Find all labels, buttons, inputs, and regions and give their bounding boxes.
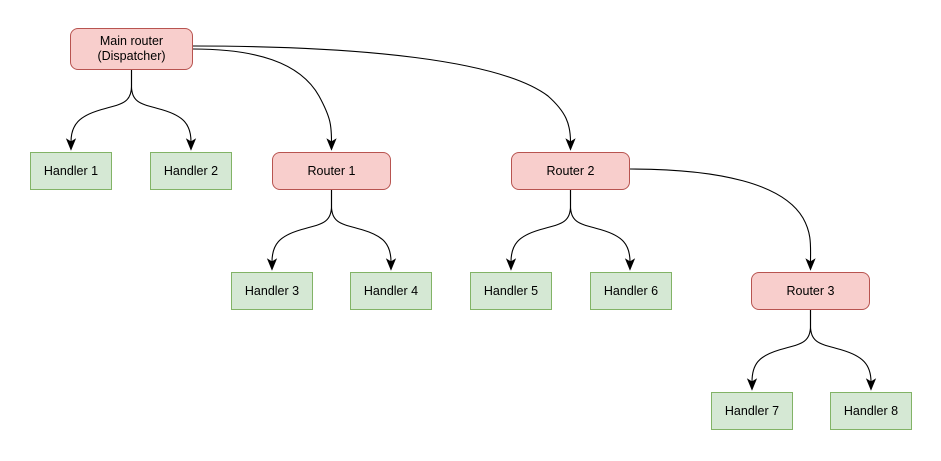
edge-router-2-to-handler-6: [569, 189, 636, 271]
node-handler-3[interactable]: Handler 3: [231, 272, 313, 310]
arrow-head-icon: [565, 138, 576, 151]
arrow-head-icon: [624, 258, 636, 271]
arrow-head-icon: [865, 378, 877, 391]
arrow-head-icon: [385, 258, 397, 271]
edge-main-router-to-router-1: [192, 48, 337, 151]
arrow-head-icon: [805, 258, 816, 271]
arrow-head-icon: [505, 258, 517, 271]
edge-router-3-to-handler-8: [809, 309, 877, 391]
node-main-router[interactable]: Main router (Dispatcher): [70, 28, 193, 70]
node-handler-4[interactable]: Handler 4: [350, 272, 432, 310]
node-handler-1[interactable]: Handler 1: [30, 152, 112, 190]
edge-main-router-to-handler-1: [65, 69, 133, 151]
edge-router-1-to-handler-4: [330, 189, 397, 271]
edge-main-router-to-router-2: [192, 45, 576, 151]
node-handler-8[interactable]: Handler 8: [830, 392, 912, 430]
edge-router-3-to-handler-7: [746, 309, 812, 391]
arrow-head-icon: [65, 138, 77, 151]
node-router-2[interactable]: Router 2: [511, 152, 630, 190]
node-handler-6[interactable]: Handler 6: [590, 272, 672, 310]
edge-router-1-to-handler-3: [266, 189, 333, 271]
edge-main-router-to-handler-2: [130, 69, 197, 151]
arrow-head-icon: [746, 378, 758, 391]
node-router-3[interactable]: Router 3: [751, 272, 870, 310]
edge-router-2-to-handler-5: [505, 189, 572, 271]
node-router-1[interactable]: Router 1: [272, 152, 391, 190]
node-handler-7[interactable]: Handler 7: [711, 392, 793, 430]
edge-router-2-to-router-3: [629, 168, 816, 271]
node-handler-5[interactable]: Handler 5: [470, 272, 552, 310]
arrow-head-icon: [326, 138, 337, 151]
arrow-head-icon: [185, 138, 197, 151]
node-handler-2[interactable]: Handler 2: [150, 152, 232, 190]
arrow-head-icon: [266, 258, 278, 271]
